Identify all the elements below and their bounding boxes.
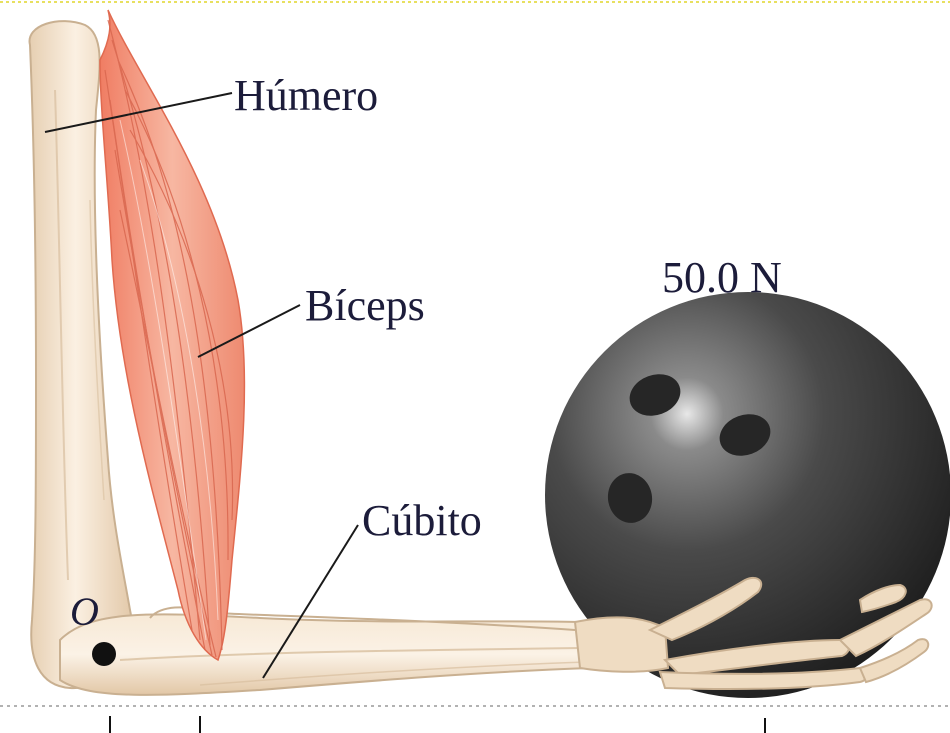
pivot-label: O (70, 589, 99, 634)
ulna-label: Cúbito (362, 496, 482, 545)
forearm-bones (60, 607, 590, 695)
humerus-label: Húmero (234, 71, 378, 120)
distance-ticks (110, 716, 765, 733)
biceps-label: Bíceps (305, 281, 425, 330)
pivot-point (92, 642, 116, 666)
weight-label: 50.0 N (662, 253, 782, 302)
